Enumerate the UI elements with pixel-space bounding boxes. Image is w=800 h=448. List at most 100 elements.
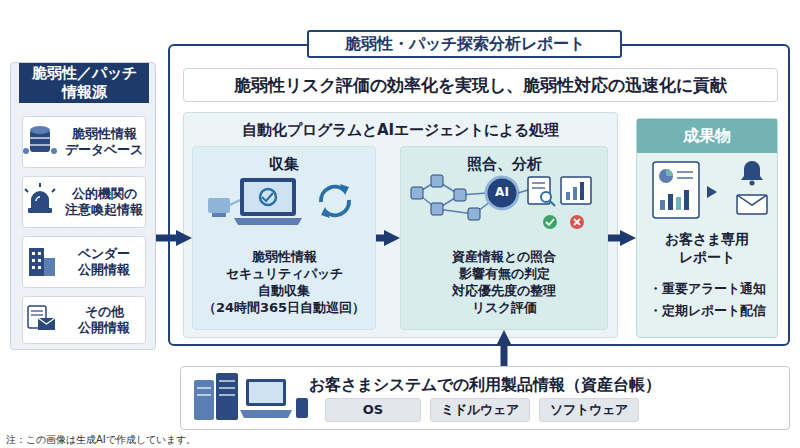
report-illustration-part — [660, 200, 665, 210]
vendor-building-icon-part — [38, 252, 41, 255]
flow-arrow — [608, 235, 626, 242]
analysis-illustration-part — [528, 177, 550, 204]
analysis-illustration-part — [417, 193, 437, 209]
report-illustration-part — [659, 169, 673, 183]
analysis-illustration-part — [543, 215, 557, 229]
collection-illustration-part — [240, 178, 296, 216]
vendor-building-icon-part — [32, 259, 35, 262]
analysis-illustration-part — [468, 208, 480, 220]
asset-illustration-part — [194, 380, 214, 420]
box-heading: 脆弱性リスク評価の効率化を実現し、脆弱性対応の迅速化に貢献 — [184, 69, 777, 101]
database-icon-part — [30, 130, 50, 152]
product-chip: ソフトウェア — [539, 398, 639, 422]
asset-illustration-part — [249, 382, 283, 403]
box-heading: 成果物 — [637, 119, 777, 153]
flow-arrow — [376, 235, 390, 242]
asset-illustration-part — [219, 387, 235, 388]
alert-siren-icon-part — [25, 189, 28, 192]
report-illustration-part — [676, 197, 681, 210]
report-illustration-part — [668, 194, 673, 210]
box-heading: ソフトウェア — [540, 399, 638, 421]
collection-illustration-part — [325, 200, 349, 215]
box-text: 資産情報との照合 影響有無の判定 対応優先度の整理 リスク評価 — [422, 245, 586, 321]
box-heading: ベンダー 公開情報 — [63, 237, 145, 287]
box-heading: その他 公開情報 — [63, 297, 145, 343]
process-group: 自動化プログラムとAIエージェントによる処理収集脆弱性情報 セキュリティパッチ … — [183, 112, 618, 338]
analysis-illustration-part — [431, 203, 443, 215]
database-icon-part — [30, 144, 50, 145]
asset-illustration-part — [216, 373, 238, 420]
box-heading: お客さまシステムでの利用製品情報（資産台帳） — [181, 373, 789, 397]
analysis-illustration-part — [541, 192, 551, 202]
flow-arrow — [501, 340, 508, 366]
report-illustration — [653, 161, 767, 218]
main-panel: 脆弱性・パッチ探索分析レポート脆弱性リスク評価の効率化を実現し、脆弱性対応の迅速… — [168, 44, 790, 346]
source-box: ベンダー 公開情報 — [22, 236, 146, 288]
analysis-illustration-part — [532, 187, 545, 188]
collection-illustration-part — [321, 187, 345, 202]
analysis-illustration-part — [474, 202, 490, 214]
summary-banner: 脆弱性リスク評価の効率化を実現し、脆弱性対応の迅速化に貢献 — [183, 68, 778, 102]
vendor-building-icon-part — [38, 259, 41, 262]
alert-siren-icon-part — [28, 208, 52, 213]
asset-illustration-part — [197, 394, 211, 395]
collection-illustration-part — [234, 218, 302, 225]
analysis-illustration-part — [411, 187, 423, 199]
collection-illustration-part — [208, 198, 230, 213]
source-box: 公的機関の 注意喚起情報 — [22, 176, 146, 228]
alert-siren-icon-part — [39, 183, 41, 187]
report-illustration-part — [737, 195, 767, 205]
analysis-illustration-part — [431, 175, 443, 187]
box-heading: OS — [326, 399, 420, 421]
analysis-illustration-part — [518, 190, 528, 193]
public-info-icon-part — [38, 318, 55, 330]
source-panel: 脆弱性／パッチ 情報源脆弱性情報 データベース公的機関の 注意喚起情報ベンダー … — [10, 62, 156, 350]
analysis-illustration-part — [486, 177, 518, 209]
asset-illustration — [194, 373, 308, 420]
vendor-building-icon-part — [38, 266, 41, 269]
box-heading: 収集 — [193, 153, 375, 177]
database-icon-part — [30, 137, 50, 138]
flow-arrow — [156, 235, 182, 242]
box-heading: 脆弱性・パッチ探索分析レポート — [307, 30, 622, 58]
collection-illustration-part — [244, 182, 292, 212]
analysis-illustration — [411, 175, 591, 229]
collection-illustration-part — [262, 193, 273, 201]
asset-illustration-part — [219, 380, 235, 381]
product-chip: OS — [325, 398, 421, 422]
box-heading: 照合、分析 — [401, 153, 607, 177]
analysis-illustration-part — [573, 187, 577, 200]
box-heading: 脆弱性情報 データベース — [63, 117, 145, 167]
source-box: その他 公開情報 — [22, 296, 146, 344]
database-icon-part — [30, 126, 50, 134]
public-info-icon — [28, 306, 55, 330]
analysis-illustration-part — [561, 177, 591, 204]
public-info-icon-part — [38, 318, 55, 324]
analysis-illustration-part — [437, 209, 474, 214]
box-text: 脆弱性情報 セキュリティパッチ 自動収集 （24時間365日自動巡回） — [202, 245, 366, 321]
deliverable-box: 成果物お客さま専用 レポート・重要アラート通知・定期レポート配信 — [636, 118, 778, 338]
analysis-step-box: 照合、分析資産情報との照合 影響有無の判定 対応優先度の整理 リスク評価 — [400, 146, 608, 330]
analysis-illustration-part — [574, 219, 580, 225]
footnote: 注：この画像は生成AIで作成しています。 — [6, 432, 336, 446]
box-text: お客さま専用 レポート — [648, 227, 766, 269]
box-text: ・重要アラート通知 — [649, 279, 773, 299]
box-heading: 公的機関の 注意喚起情報 — [63, 177, 145, 227]
analysis-illustration-part — [454, 189, 466, 201]
asset-illustration-part — [240, 410, 292, 418]
analysis-illustration-part — [570, 215, 584, 229]
analysis-illustration-part — [437, 181, 460, 195]
report-illustration-part — [750, 181, 755, 186]
report-illustration-part — [684, 190, 689, 210]
database-icon — [23, 126, 57, 154]
alert-siren-icon-part — [36, 197, 40, 201]
collection-illustration-part — [212, 213, 226, 217]
vendor-building-icon-part — [32, 266, 35, 269]
collection-illustration-part — [321, 207, 330, 218]
alert-siren-icon-part — [31, 191, 49, 208]
vendor-building-icon-part — [44, 258, 55, 276]
report-illustration-part — [653, 162, 699, 218]
analysis-illustration-part — [580, 182, 584, 200]
collection-illustration-part — [230, 200, 240, 205]
